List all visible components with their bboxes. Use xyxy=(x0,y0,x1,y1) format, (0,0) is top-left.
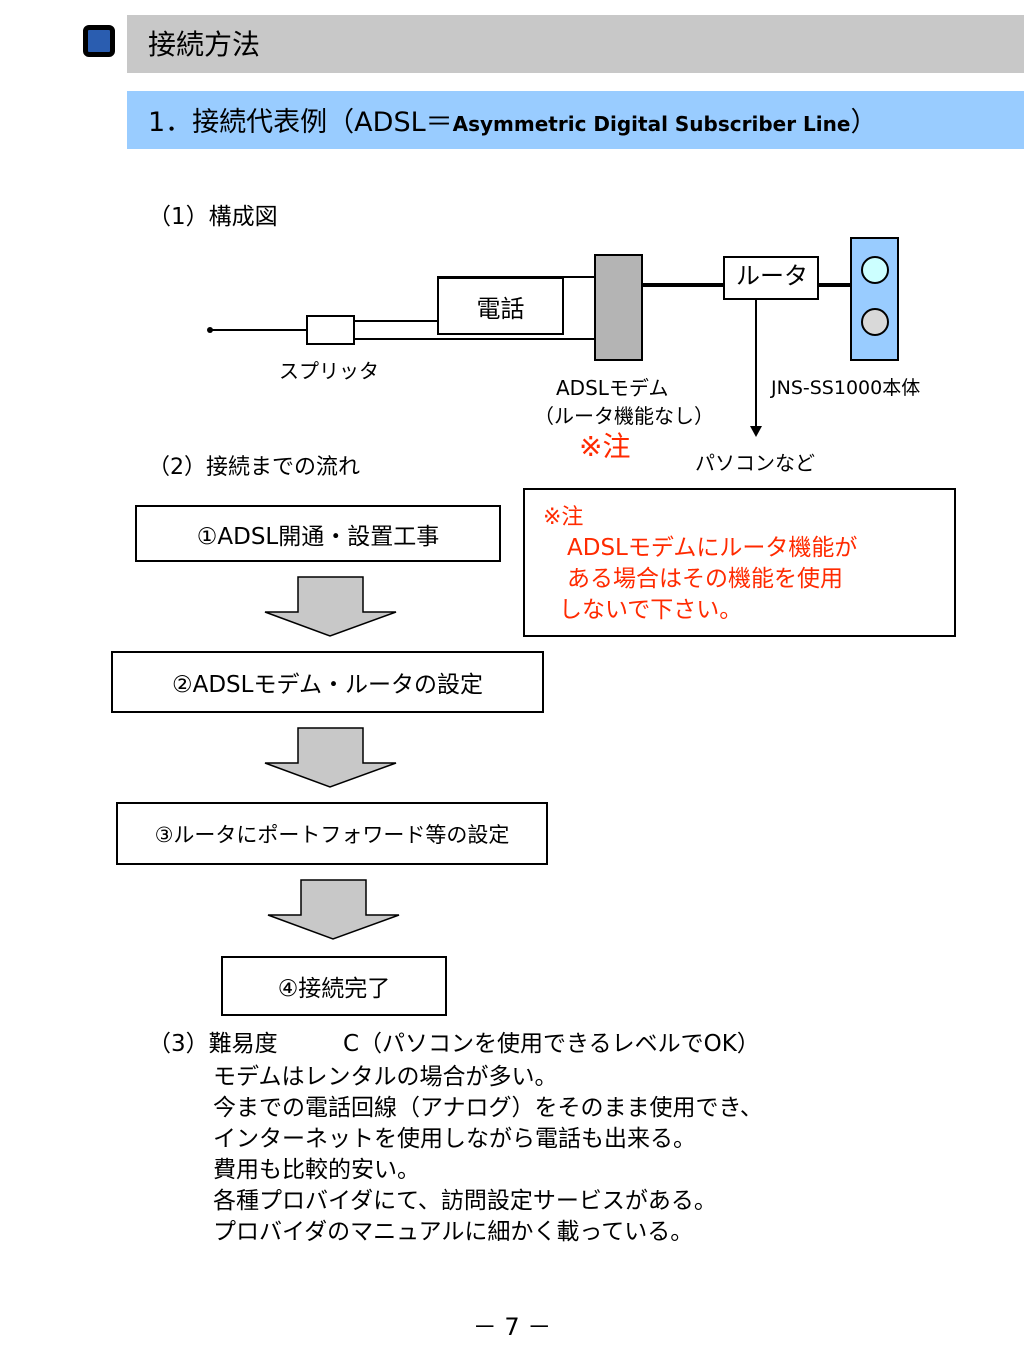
device-led-top xyxy=(861,256,889,284)
flow-arrow-3 xyxy=(267,879,400,940)
flow-step-2-label: ②ADSLモデム・ルータの設定 xyxy=(171,672,484,698)
flow-arrow-1 xyxy=(264,576,397,637)
flow-step-1-label: ①ADSL開通・設置工事 xyxy=(196,523,440,550)
section-title-small: Asymmetric Digital Subscriber Line xyxy=(452,112,851,136)
flow-step-4: ④接続完了 xyxy=(221,956,447,1016)
section-bar xyxy=(127,91,1024,149)
difficulty-line-6: プロバイダのマニュアルに細かく載っている。 xyxy=(213,1219,694,1245)
router-label: ルータ xyxy=(736,262,808,290)
router-box xyxy=(723,256,819,300)
difficulty-line-1: モデムはレンタルの場合が多い。 xyxy=(213,1064,558,1090)
note-line-1: ADSLモデムにルータ機能が xyxy=(567,535,858,561)
note-line-3: しないで下さい。 xyxy=(559,597,743,623)
difficulty-line-4: 費用も比較的安い。 xyxy=(213,1157,420,1183)
flow-step-1: ①ADSL開通・設置工事 xyxy=(135,505,501,562)
flow-heading: （2）接続までの流れ xyxy=(148,455,360,480)
page-title: 接続方法 xyxy=(148,28,261,61)
difficulty-level: C（パソコンを使用できるレベルでOK） xyxy=(343,1031,760,1057)
note-box xyxy=(523,488,956,637)
modem-label: ADSLモデム xyxy=(556,376,669,400)
section-title-end: ） xyxy=(850,107,878,138)
section-title-main: 1．接続代表例（ADSL＝ xyxy=(148,107,453,138)
note-title: ※注 xyxy=(543,505,584,530)
difficulty-heading: （3）難易度 xyxy=(148,1031,278,1057)
adsl-modem xyxy=(594,254,643,361)
phone-label: 電話 xyxy=(476,294,525,323)
note-marker: ※注 xyxy=(579,430,631,463)
note-line-2: ある場合はその機能を使用 xyxy=(567,566,843,592)
modem-sublabel: （ルータ機能なし） xyxy=(534,404,714,428)
page-number: － 7 － xyxy=(472,1313,552,1341)
splitter-box xyxy=(306,315,355,345)
arrowhead-pc xyxy=(750,426,762,437)
flow-step-4-label: ④接続完了 xyxy=(277,976,391,1002)
phone-box: 電話 xyxy=(437,277,564,335)
device-label: JNS-SS1000本体 xyxy=(771,377,921,399)
flow-step-3: ③ルータにポートフォワード等の設定 xyxy=(116,802,548,865)
splitter-label: スプリッタ xyxy=(279,359,379,383)
flow-step-2: ②ADSLモデム・ルータの設定 xyxy=(111,651,544,713)
header-bar xyxy=(127,15,1024,73)
flow-arrow-2 xyxy=(264,727,397,788)
flow-step-3-label: ③ルータにポートフォワード等の設定 xyxy=(154,822,510,847)
difficulty-line-5: 各種プロバイダにて、訪問設定サービスがある。 xyxy=(213,1188,717,1214)
diagram-heading: （1）構成図 xyxy=(148,204,278,230)
difficulty-line-2: 今までの電話回線（アナログ）をそのまま使用でき、 xyxy=(213,1095,763,1121)
difficulty-line-3: インターネットを使用しながら電話も出来る。 xyxy=(213,1126,696,1152)
section-title: 1．接続代表例（ADSL＝Asymmetric Digital Subscrib… xyxy=(148,106,877,141)
device-led-bottom xyxy=(861,308,889,336)
square-bullet-icon xyxy=(83,25,115,57)
pc-label: パソコンなど xyxy=(695,451,815,475)
